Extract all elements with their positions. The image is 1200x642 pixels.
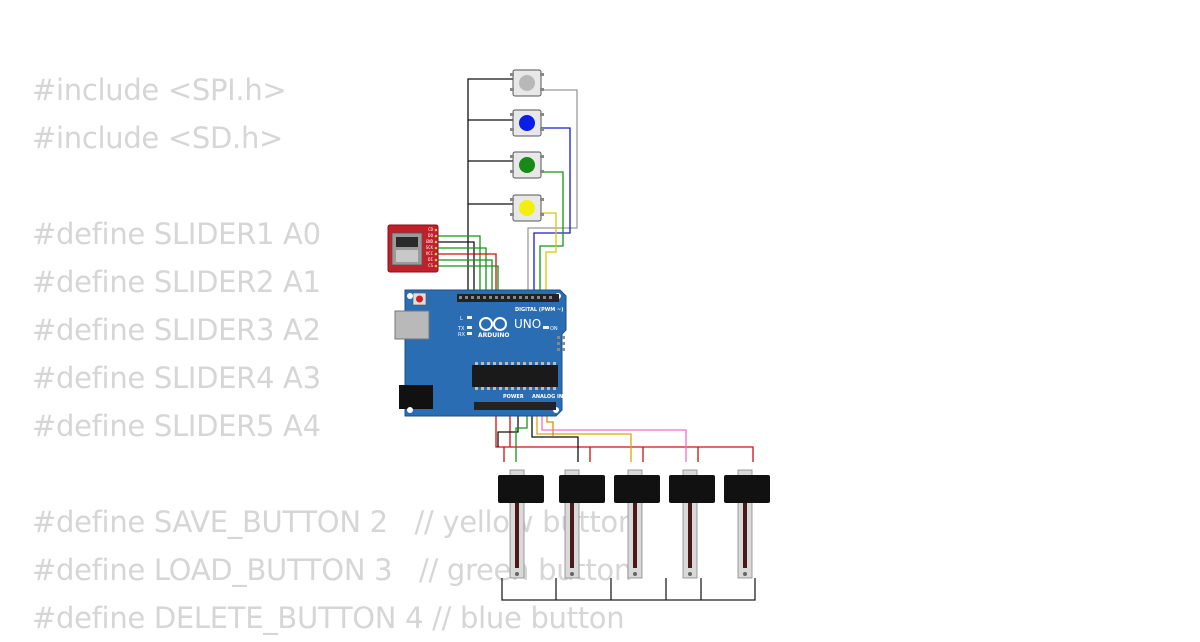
arduino-uno-board: DIGITAL (PWM ~) UNO ARDUINO L TX RX ON [394,289,567,417]
code-line: #define SLIDER2 A1 [32,265,321,299]
arduino-brand: ARDUINO [478,332,509,339]
push-buttons [510,69,544,222]
sd-wire [437,259,493,300]
slider-signal-wire [541,405,687,462]
code-line: #include <SPI.h> [32,73,287,107]
gnd-wire [497,405,519,447]
code-line: #define SAVE_BUTTON 2 // yellow button [32,505,636,539]
vcc-wire [504,446,754,462]
slider-knob [724,475,770,503]
button-cap [519,200,535,216]
slider-2 [614,469,660,579]
button-wires [467,78,578,300]
sd-pin-label: CS [428,263,433,268]
arduino-model: UNO [514,317,541,331]
slider-knob [614,475,660,503]
slider-knob [669,475,715,503]
sd-wire [437,247,487,300]
code-line: #define DELETE_BUTTON 4 // blue button [32,601,625,635]
gnd-wire [467,78,514,300]
sd-wire [437,241,475,300]
power-header-label: POWER [503,394,524,400]
blue-button-wire [533,127,571,295]
slider-signal-wire [536,405,632,462]
push-button-yellow [510,194,544,222]
push-button-gray [510,69,544,97]
slider-3 [669,469,715,579]
sd-pin-label: DI [428,257,433,262]
sd-wire [437,235,481,300]
code-line: #define SLIDER5 A4 [32,409,321,443]
sd-wire [437,265,499,300]
green-button-wire [539,171,564,295]
push-button-green [510,151,544,179]
code-line: #define SLIDER3 A2 [32,313,321,347]
led-label: L [460,316,463,322]
on-led-label: ON [550,326,558,332]
sd-pin-label: VCC [426,251,434,256]
sd-pin-label: DO [428,233,433,238]
slider-0 [498,469,544,579]
gnd-wire [501,578,756,601]
source-code: #include <SPI.h> #include <SD.h> #define S… [32,66,636,642]
led-label: RX [458,332,465,338]
sd-pin-label: GND [426,239,434,244]
button-cap [519,157,535,173]
microcontroller-chip [472,365,558,387]
slider-signal-wire [531,405,579,462]
gray-button-wire [527,89,578,295]
slide-potentiometers [498,469,770,579]
code-line: #define SLIDER4 A3 [32,361,321,395]
sd-pin-label: SCK [426,245,434,250]
power-jack [399,385,433,409]
code-line: #include <SD.h> [32,121,284,155]
usb-port [394,310,430,340]
analog-header-label: ANALOG IN [532,394,563,400]
slider-knob [498,475,544,503]
slider-1 [559,469,605,579]
digital-header-label: DIGITAL (PWM ~) [515,307,563,313]
slider-knob [559,475,605,503]
push-button-blue [510,109,544,137]
slider-4 [724,469,770,579]
yellow-button-wire [540,212,557,295]
button-cap [519,75,535,91]
button-cap [519,115,535,131]
sd-pin-label: CD [428,227,433,232]
arduino-logo [479,317,507,331]
sd-card-module: CD DO GND SCK VCC DI CS [387,224,439,273]
led-label: TX [457,326,465,332]
code-line: #define SLIDER1 A0 [32,217,321,251]
